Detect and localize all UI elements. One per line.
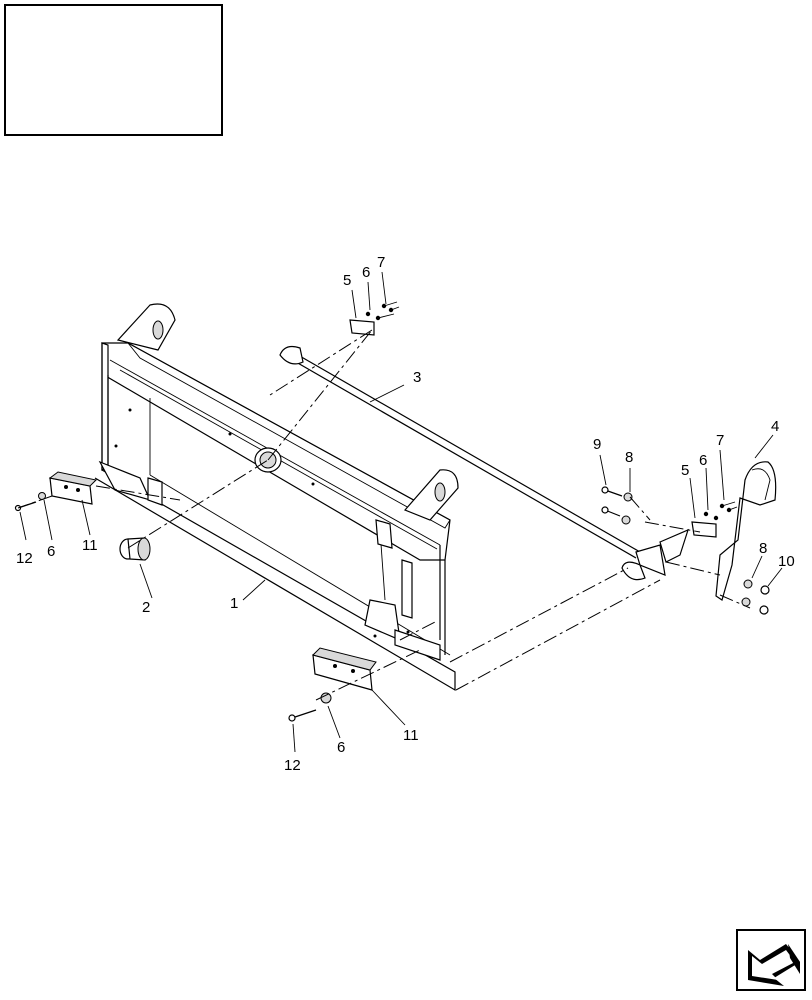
callout-5: 5 bbox=[681, 462, 689, 479]
callout-3: 3 bbox=[413, 369, 421, 386]
wear-pad-right bbox=[312, 647, 377, 691]
callout-11: 11 bbox=[82, 537, 98, 554]
callout-6: 6 bbox=[337, 739, 345, 756]
wear-pad-left bbox=[48, 471, 98, 505]
callout-4: 4 bbox=[771, 418, 779, 435]
callout-12: 12 bbox=[284, 757, 301, 774]
handle-lever bbox=[659, 461, 777, 601]
assembly-lines bbox=[17, 329, 751, 701]
leader-lines bbox=[19, 271, 783, 753]
callout-6: 6 bbox=[699, 452, 707, 469]
callout-11: 11 bbox=[403, 727, 419, 744]
callout-6: 6 bbox=[47, 543, 55, 560]
callout-7: 7 bbox=[716, 432, 724, 449]
callout-10: 10 bbox=[778, 553, 795, 570]
plug bbox=[119, 537, 151, 561]
callout-9: 9 bbox=[593, 436, 601, 453]
callouts: 5 6 7 3 9 8 7 6 5 4 8 10 12 6 11 2 1 6 1… bbox=[16, 254, 795, 774]
next-page-arrow-icon[interactable] bbox=[736, 929, 806, 991]
cross-shaft bbox=[279, 345, 666, 581]
callout-7: 7 bbox=[377, 254, 385, 271]
callout-6: 6 bbox=[362, 264, 370, 281]
callout-8: 8 bbox=[759, 540, 767, 557]
callout-5: 5 bbox=[343, 272, 351, 289]
callout-12: 12 bbox=[16, 550, 33, 567]
callout-8: 8 bbox=[625, 449, 633, 466]
mounting-frame bbox=[94, 303, 459, 692]
hardware bbox=[14, 301, 770, 722]
callout-1: 1 bbox=[230, 595, 238, 612]
callout-2: 2 bbox=[142, 599, 150, 616]
title-box bbox=[4, 4, 223, 136]
